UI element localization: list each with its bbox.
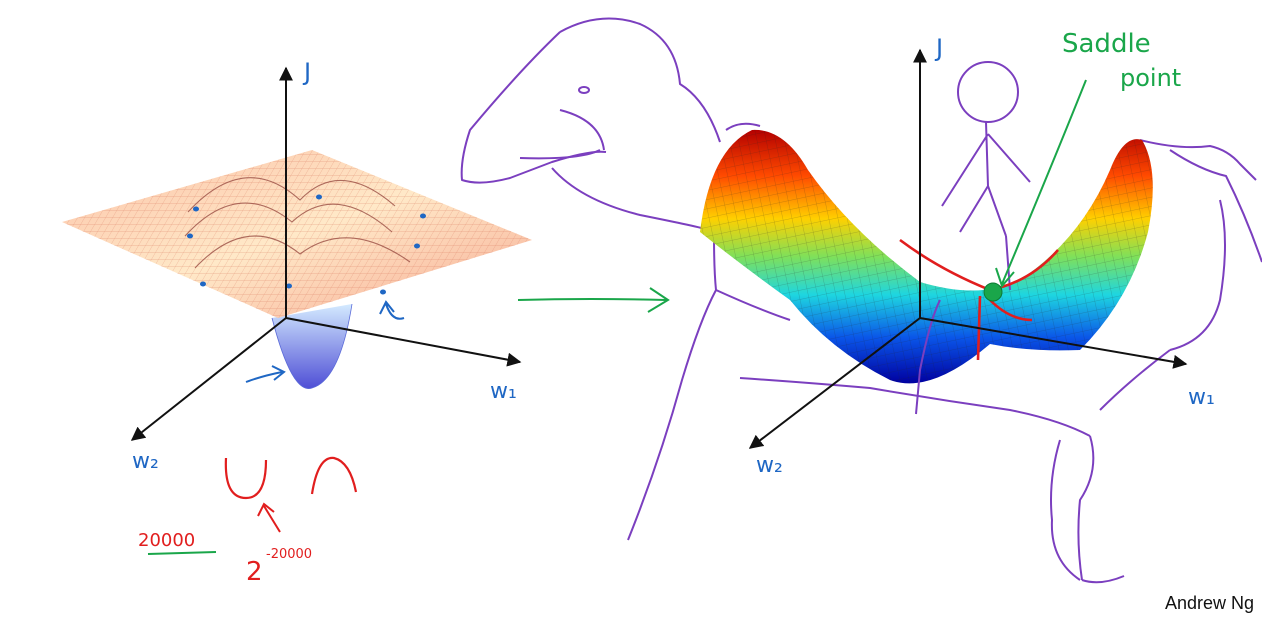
horse-sketch [460, 17, 1262, 584]
transition-arrow [517, 287, 670, 313]
left-w2-axis [130, 317, 287, 441]
left-surface-plot: J w₁ w₂ [62, 58, 532, 474]
rider-sketch [915, 61, 1031, 415]
right-w1-axis [919, 317, 1188, 369]
minimum-pointer-arrow [245, 365, 286, 383]
concave-n-sketch [310, 456, 358, 495]
optimum-pointer-arrow [379, 300, 405, 320]
power-base: 2 [246, 557, 263, 587]
saddle-point-marker [983, 282, 1003, 302]
right-surface-plot: J w₁ w₂ Saddle point [460, 17, 1262, 584]
slide-credit: Andrew Ng [1164, 593, 1254, 613]
left-w1-label: w₁ [490, 379, 517, 404]
horse-eye [578, 86, 590, 94]
saddle-label-line1: Saddle [1062, 29, 1151, 59]
right-j-label: J [934, 34, 943, 62]
handwritten-notes: 20000 2 -20000 [138, 456, 358, 587]
convex-u-sketch [224, 457, 268, 500]
left-j-label: J [302, 58, 311, 86]
left-w2-label: w₂ [132, 449, 159, 474]
saddle-annotation-arrow [995, 79, 1087, 288]
right-w1-label: w₁ [1188, 385, 1215, 410]
power-exponent: -20000 [266, 547, 312, 562]
right-w2-label: w₂ [756, 453, 783, 478]
count-underline [147, 551, 217, 555]
right-w2-axis [748, 317, 921, 449]
count-note: 20000 [138, 530, 195, 551]
left-w1-axis [285, 317, 522, 367]
local-minimum-bowl [272, 304, 352, 389]
saddle-label-line2: point [1120, 64, 1181, 92]
local-optima-dots [187, 194, 426, 295]
red-up-arrow [257, 502, 281, 533]
